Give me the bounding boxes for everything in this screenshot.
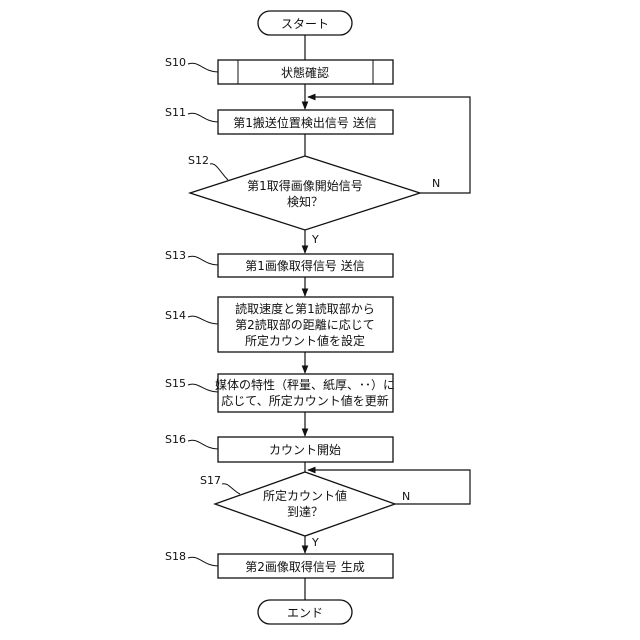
s18-leader (188, 557, 218, 566)
s13-text: 第1画像取得信号 送信 (245, 258, 364, 273)
s14-text-line2: 第2読取部の距離に応じて (235, 317, 375, 332)
s12-text-line2: 検知？ (287, 195, 323, 209)
s12-yes-label: Y (311, 233, 319, 246)
s12-no-label: N (432, 177, 440, 190)
step-s14: 読取速度と第1読取部から 第2読取部の距離に応じて 所定カウント値を設定 (218, 297, 393, 352)
step-s13: 第1画像取得信号 送信 (218, 254, 393, 277)
start-text: スタート (281, 17, 329, 31)
s17-text-line2: 到達？ (287, 505, 323, 519)
s14-text-line3: 所定カウント値を設定 (245, 333, 365, 348)
s18-text: 第2画像取得信号 生成 (245, 559, 364, 574)
s16-leader (188, 440, 218, 449)
s10-text: 状態確認 (281, 65, 329, 80)
s10-label: S10 (165, 56, 186, 69)
s12-label: S12 (188, 154, 209, 167)
s12-text-line1: 第1取得画像開始信号 (247, 178, 363, 193)
step-s16: カウント開始 (218, 437, 393, 462)
decision-s17: 所定カウント値 到達？ (215, 472, 395, 536)
s17-text-line1: 所定カウント値 (263, 488, 347, 503)
s12-shape (190, 156, 420, 230)
s17-shape (215, 472, 395, 536)
step-s11: 第1搬送位置検出信号 送信 (218, 110, 393, 134)
s15-text-line1: 媒体の特性（秤量、紙厚、･･）に (215, 377, 395, 392)
s10-leader (188, 63, 218, 72)
s17-no-label: N (402, 490, 410, 503)
s15-leader (188, 384, 218, 392)
s14-label: S14 (165, 309, 186, 322)
s16-text: カウント開始 (269, 443, 341, 457)
start-terminal: スタート (258, 11, 352, 35)
s15-label: S15 (165, 377, 186, 390)
s13-label: S13 (165, 249, 186, 262)
decision-s12: 第1取得画像開始信号 検知？ (190, 156, 420, 230)
s17-leader (222, 484, 240, 494)
s14-leader (188, 316, 218, 324)
step-s18: 第2画像取得信号 生成 (218, 554, 393, 578)
s14-text-line1: 読取速度と第1読取部から (235, 301, 375, 316)
s11-label: S11 (165, 106, 186, 119)
s12-leader (210, 164, 228, 180)
s17-yes-label: Y (311, 536, 319, 549)
s11-leader (188, 113, 218, 122)
s17-label: S17 (200, 474, 221, 487)
end-terminal: エンド (258, 600, 352, 624)
step-s15: 媒体の特性（秤量、紙厚、･･）に 応じて、所定カウント値を更新 (215, 374, 395, 412)
s16-label: S16 (165, 433, 186, 446)
step-s10: 状態確認 (218, 60, 393, 84)
end-text: エンド (287, 606, 323, 620)
s15-text-line2: 応じて、所定カウント値を更新 (221, 393, 388, 408)
s18-label: S18 (165, 550, 186, 563)
s13-leader (188, 256, 218, 265)
s11-text: 第1搬送位置検出信号 送信 (233, 115, 376, 130)
